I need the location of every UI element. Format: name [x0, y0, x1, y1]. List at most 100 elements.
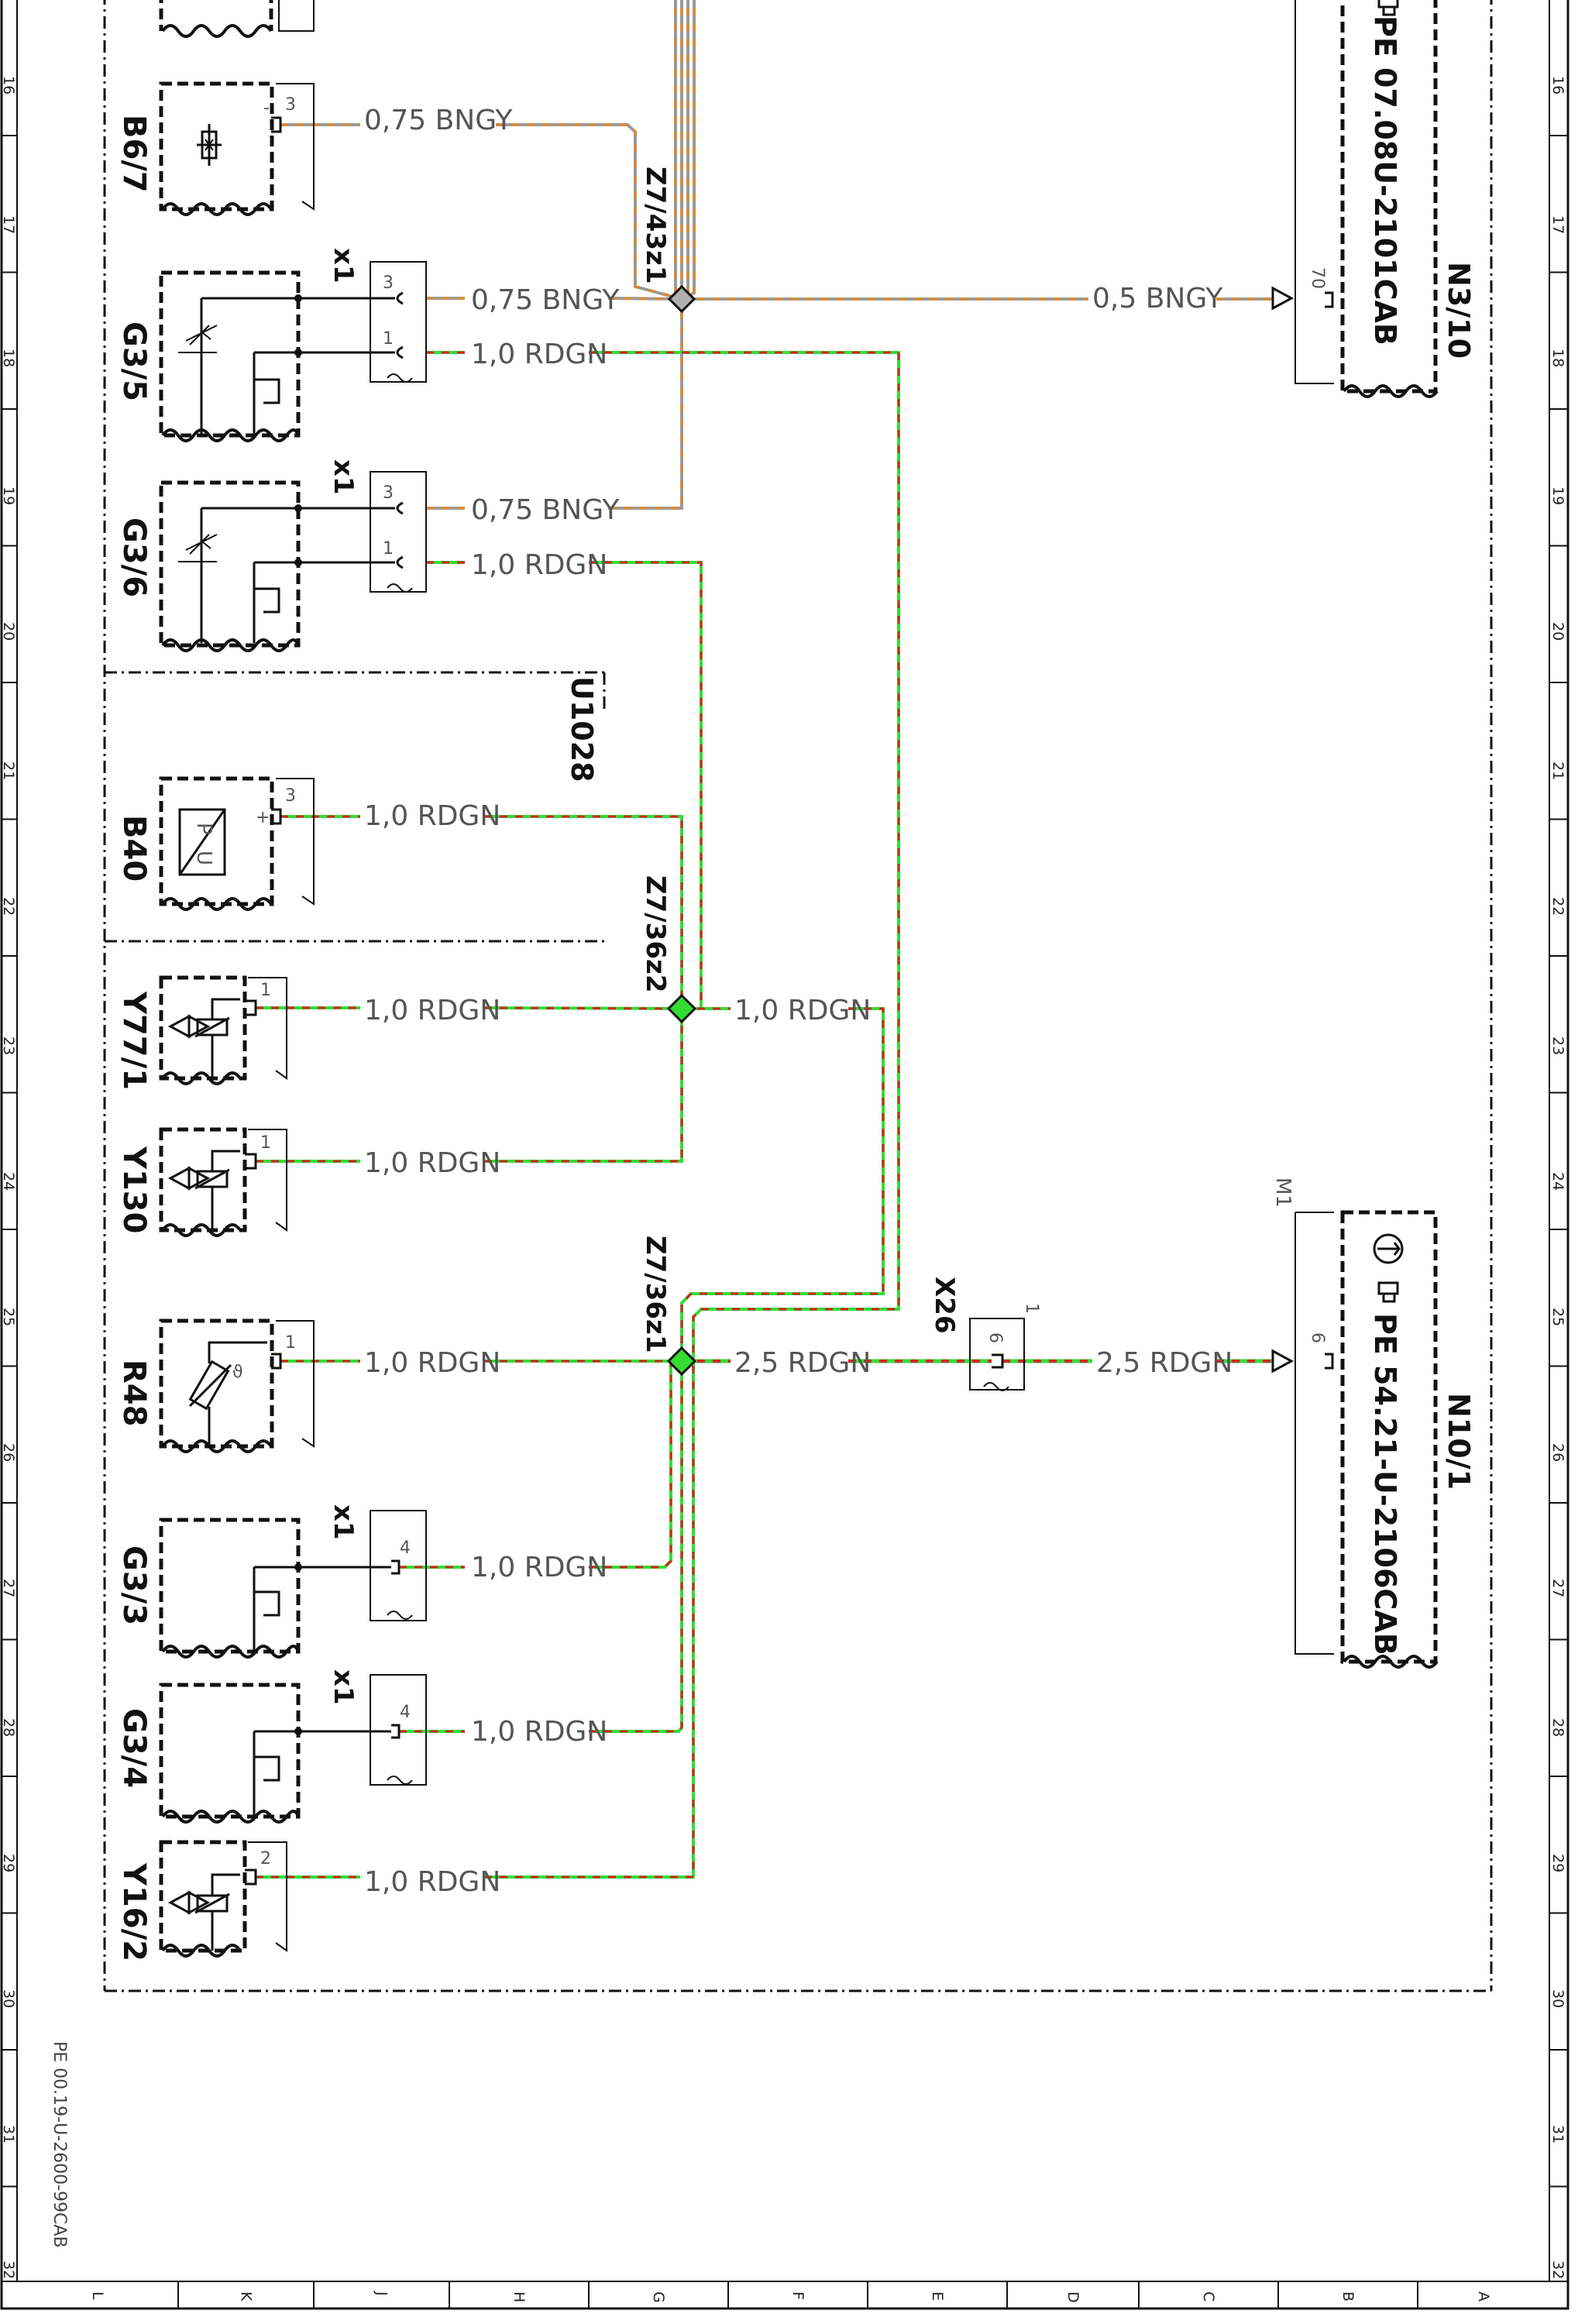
component-label: G3/6 — [116, 517, 152, 597]
module-n3-10: 70 PE 07.08U-2101CAB N3/10 — [1271, 0, 1476, 398]
component-label: G3/3 — [116, 1545, 152, 1625]
svg-text:U: U — [192, 851, 215, 865]
component-label: G3/4 — [116, 1708, 152, 1788]
wire-stripe — [608, 299, 683, 510]
component-label: Y16/2 — [116, 1862, 152, 1961]
svg-text:3: 3 — [285, 786, 296, 806]
svg-text:2: 2 — [260, 1849, 271, 1868]
wire — [484, 1009, 683, 1163]
row-label: 30 — [1549, 1989, 1566, 2008]
svg-text:4: 4 — [400, 1703, 411, 1722]
row-label: 31 — [0, 2125, 17, 2144]
row-label: 22 — [1549, 897, 1566, 916]
partial-component-top — [159, 0, 315, 38]
wire-label: 2,5 RDGN — [1096, 1347, 1233, 1379]
component-label: B40 — [116, 815, 152, 882]
row-label: 27 — [0, 1579, 17, 1597]
wire-label: 0,5 BNGY — [1092, 283, 1223, 315]
column-label: F — [789, 2291, 806, 2300]
doc-reference: PE 00.19-U-2600-99CAB — [50, 2041, 69, 2248]
wire-stripe — [484, 1360, 695, 1879]
component-label: G3/5 — [116, 321, 152, 401]
svg-text:N3/10: N3/10 — [1442, 262, 1476, 359]
row-label: 32 — [0, 2260, 17, 2279]
wire — [484, 1360, 695, 1879]
svg-text:1: 1 — [260, 981, 271, 1000]
wire-stripe — [484, 1009, 683, 1163]
row-label: 29 — [0, 1854, 17, 1872]
column-label: H — [511, 2291, 528, 2302]
svg-text:Z7/43z1: Z7/43z1 — [640, 167, 671, 284]
svg-text:1: 1 — [285, 1333, 296, 1353]
column-label: L — [89, 2291, 106, 2300]
row-label: 25 — [1549, 1308, 1566, 1326]
area-label-u1028: U1028 — [565, 676, 599, 782]
svg-text:3: 3 — [383, 273, 394, 293]
svg-text:1: 1 — [383, 329, 394, 349]
svg-text:1: 1 — [260, 1133, 271, 1153]
svg-text:Z7/36z1: Z7/36z1 — [640, 1236, 671, 1353]
wire-label: 1,0 RDGN — [364, 800, 500, 832]
wire-label: 0,75 BNGY — [471, 284, 620, 316]
column-label: A — [1475, 2291, 1492, 2302]
component-r48: ϑ 1 R48 — [116, 1318, 315, 1453]
row-label: 29 — [1549, 1854, 1566, 1872]
svg-text:ϑ: ϑ — [232, 1363, 243, 1382]
component-b40: P U 3 + B40 — [116, 776, 315, 911]
svg-text:3: 3 — [285, 95, 296, 115]
wire-label: 1,0 RDGN — [471, 1552, 607, 1583]
splice-z7-43z1: Z7/43z1 — [640, 167, 696, 314]
row-label: 25 — [0, 1308, 17, 1326]
row-label: 20 — [0, 622, 17, 641]
component-g3-6: 3 1 x1 G3/6 — [116, 459, 427, 652]
module-n10-1: 6 M1 PE 54.21-U-2106CAB N10/1 — [1271, 1177, 1476, 1669]
svg-text:-: - — [263, 98, 270, 118]
wire-stripe — [589, 561, 703, 1009]
row-label: 26 — [0, 1443, 17, 1462]
wire-label: 1,0 RDGN — [364, 1347, 500, 1379]
row-label: 23 — [1549, 1037, 1566, 1055]
svg-text:Z7/36z2: Z7/36z2 — [640, 875, 671, 993]
component-y77-1: 1 Y77/1 — [116, 975, 287, 1090]
motor-icon — [1373, 1233, 1404, 1264]
wire-label: 1,0 RDGN — [471, 1716, 607, 1748]
svg-text:PE 54.21-U-2106CAB: PE 54.21-U-2106CAB — [1368, 1313, 1402, 1655]
reference-hand-icon — [1377, 0, 1399, 16]
wire-stripe — [496, 123, 682, 301]
row-label: 19 — [1549, 486, 1566, 505]
wire-stripe — [607, 297, 682, 301]
svg-text:1: 1 — [383, 539, 394, 559]
wire-label: 2,5 RDGN — [734, 1347, 871, 1379]
reference-hand-icon — [1377, 1281, 1399, 1303]
wire-stripe — [589, 351, 900, 1361]
svg-text:x1: x1 — [328, 459, 359, 495]
wire-labels: 0,75 BNGY 0,75 BNGY 1,0 RDGN 0,75 BNGY 1… — [364, 105, 1233, 1898]
column-label: K — [238, 2291, 255, 2302]
column-label: J — [373, 2291, 390, 2296]
wire — [680, 1007, 885, 1361]
component-b6-7: 3 - B6/7 — [116, 81, 315, 216]
svg-text:6: 6 — [985, 1332, 1005, 1343]
component-g3-5: 3 1 x1 G3/5 — [116, 248, 427, 442]
row-label: 24 — [1549, 1172, 1566, 1191]
component-g3-3: 4 x1 G3/3 — [116, 1504, 427, 1659]
wire-harness — [256, 0, 1273, 1879]
svg-text:x1: x1 — [328, 248, 359, 284]
row-label: 28 — [1549, 1718, 1566, 1737]
wire-label: 0,75 BNGY — [471, 494, 620, 526]
area-boundaries — [103, 0, 1493, 1992]
row-label: 16 — [0, 76, 17, 95]
svg-text:4: 4 — [400, 1538, 411, 1558]
row-label: 20 — [1549, 622, 1566, 641]
column-label: E — [929, 2291, 946, 2301]
svg-text:P: P — [192, 823, 215, 835]
component-label: B6/7 — [116, 115, 152, 193]
wire-label: 1,0 RDGN — [471, 339, 607, 370]
wire-label: 1,0 RDGN — [734, 995, 871, 1026]
wire-stripe — [589, 1360, 682, 1569]
row-label: 17 — [1549, 215, 1566, 234]
row-label: 17 — [0, 215, 17, 234]
wire — [589, 351, 900, 1361]
